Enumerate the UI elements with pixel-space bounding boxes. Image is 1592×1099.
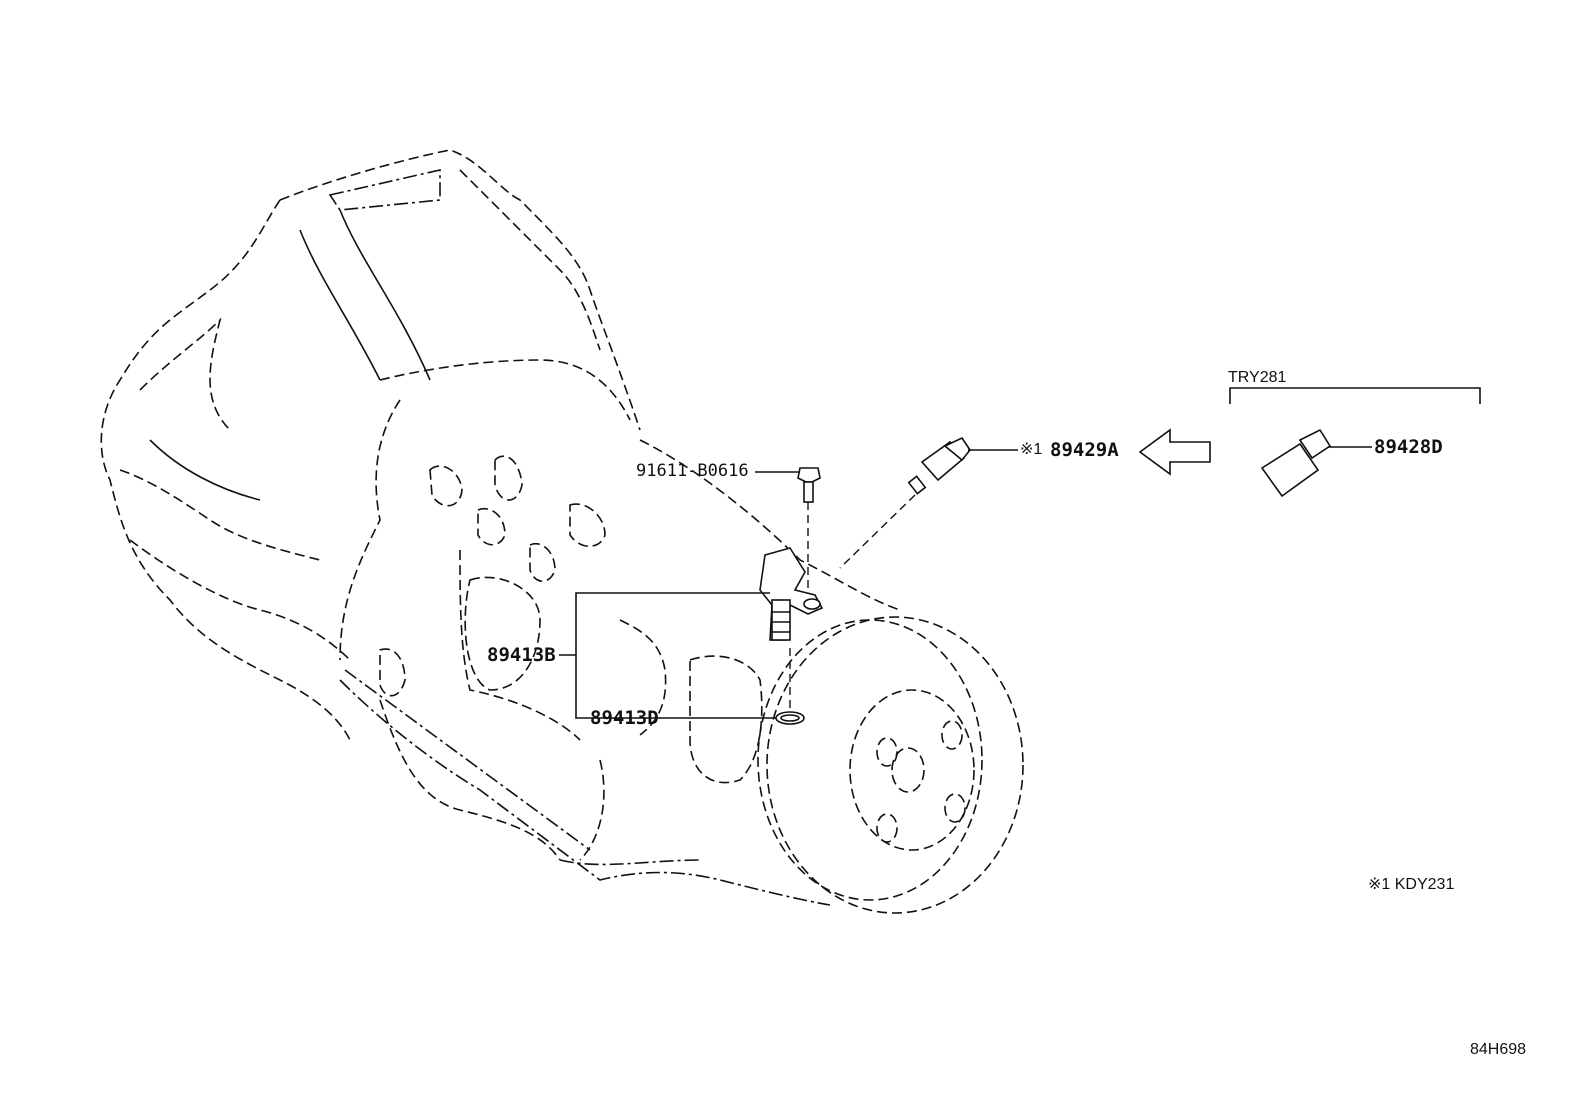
transmission-housing xyxy=(100,149,901,906)
switch-1-part-number: 89429A xyxy=(1050,439,1119,461)
switch-2-part-number: 89428D xyxy=(1374,436,1443,458)
leader-lines xyxy=(559,387,1481,719)
switch-1-note-mark: ※1 xyxy=(1020,441,1043,458)
switch-89429a-part xyxy=(907,436,971,495)
bolt-part xyxy=(797,467,821,503)
direction-arrow-icon xyxy=(1138,428,1211,476)
bolt-part-number: 91611-B0616 xyxy=(636,461,749,481)
switch-89428d-part xyxy=(1260,428,1332,498)
variant-label: TRY281 xyxy=(1228,369,1287,386)
output-flange xyxy=(757,616,1024,914)
footnote: ※1 KDY231 xyxy=(1368,876,1455,893)
o-ring-part-number: 89413D xyxy=(590,707,659,729)
o-ring-part xyxy=(775,711,805,725)
figure-code: 84H698 xyxy=(1470,1041,1527,1058)
speed-sensor xyxy=(759,547,824,641)
sensor-part-number: 89413B xyxy=(487,644,556,666)
